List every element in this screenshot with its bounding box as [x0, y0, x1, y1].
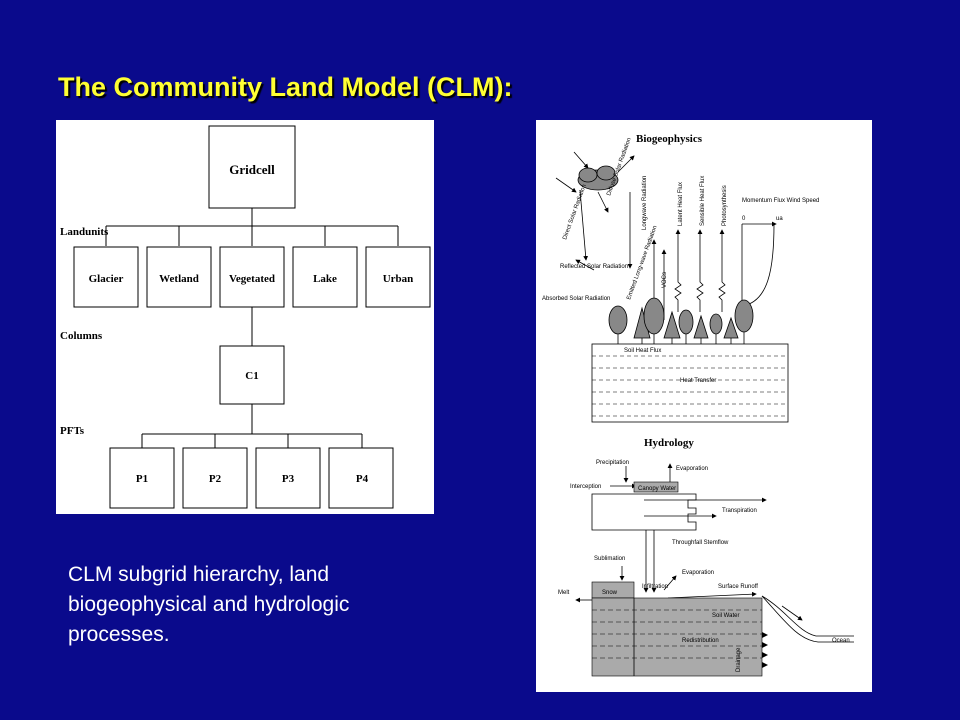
label-momentum-flux: Momentum Flux Wind Speed	[742, 198, 819, 204]
slide-caption: CLM subgrid hierarchy, land biogeophysic…	[68, 563, 350, 646]
label-throughfall: Throughfall Stemflow	[672, 540, 729, 546]
label-redistribution: Redistribution	[682, 638, 719, 644]
node-c1: C1	[245, 370, 258, 382]
landunit-box-glacier	[73, 246, 139, 308]
processes-svg: Biogeophysics	[542, 133, 854, 677]
node-glacier: Glacier	[89, 273, 124, 285]
label-infiltration: Infiltration	[642, 584, 668, 590]
label-photosynthesis: Photosynthesis	[722, 185, 728, 226]
vegetation-canopy	[608, 297, 754, 339]
label-vocs: VOCs	[662, 272, 668, 288]
pft-box-3	[255, 447, 321, 509]
canopy-water-box	[633, 481, 679, 493]
slide-title: The Community Land Model (CLM):	[58, 72, 513, 102]
pft-box-2	[182, 447, 248, 509]
soil-column	[591, 343, 789, 423]
level-label-landunits: Landunits	[60, 226, 109, 238]
label-transpiration: Transpiration	[722, 508, 757, 514]
label-canopy-water: Canopy Water	[638, 486, 676, 492]
label-soil-heat-flux: Soil Heat Flux	[624, 348, 661, 354]
biogeophysics-title: Biogeophysics	[636, 133, 703, 145]
subgrid-hierarchy-diagram: Landunits Columns PFTs Gridcell Glacier …	[56, 120, 434, 514]
label-drainage: Drainage	[736, 647, 742, 672]
hierarchy-svg: Landunits Columns PFTs Gridcell Glacier …	[60, 125, 431, 509]
node-wetland: Wetland	[159, 273, 199, 285]
processes-diagram: Biogeophysics	[536, 120, 872, 692]
level-label-pfts: PFTs	[60, 425, 85, 437]
node-gridcell: Gridcell	[229, 162, 275, 177]
node-p1: P1	[136, 473, 148, 485]
landunit-box-lake	[292, 246, 358, 308]
soil-water-block	[591, 597, 763, 677]
label-soil-water: Soil Water	[712, 613, 739, 619]
cloud-icon	[577, 165, 619, 191]
label-evaporation-soil: Evaporation	[682, 570, 714, 576]
label-snow: Snow	[602, 590, 618, 596]
node-vegetated: Vegetated	[229, 273, 275, 285]
pft-box-1	[109, 447, 175, 509]
label-precipitation: Precipitation	[596, 460, 629, 466]
landunit-box-wetland	[146, 246, 212, 308]
label-surface-runoff: Surface Runoff	[718, 584, 758, 590]
landunit-box-urban	[365, 246, 431, 308]
label-sublimation: Sublimation	[594, 556, 625, 562]
label-reflected-radiation: Reflected Solar Radiation	[560, 264, 628, 270]
hydrology-title: Hydrology	[644, 437, 694, 449]
label-evaporation-top: Evaporation	[676, 466, 708, 472]
node-lake: Lake	[313, 273, 337, 285]
node-p3: P3	[282, 473, 295, 485]
label-melt: Melt	[558, 590, 570, 596]
label-sensible-heat: Sensible Heat Flux	[700, 176, 706, 226]
label-longwave: Longwave Radiation	[642, 176, 648, 230]
label-latent-heat: Latent Heat Flux	[678, 182, 684, 226]
node-urban: Urban	[383, 273, 414, 285]
pft-box-4	[328, 447, 394, 509]
level-label-columns: Columns	[60, 330, 103, 342]
label-heat-transfer: Heat Transfer	[680, 378, 716, 384]
node-p4: P4	[356, 473, 369, 485]
label-ua: ua	[776, 216, 783, 222]
node-p2: P2	[209, 473, 222, 485]
label-interception: Interception	[570, 484, 601, 490]
label-absorbed-radiation: Absorbed Solar Radiation	[542, 296, 610, 302]
label-ocean: Ocean	[832, 638, 850, 644]
label-zero: 0	[742, 216, 746, 222]
